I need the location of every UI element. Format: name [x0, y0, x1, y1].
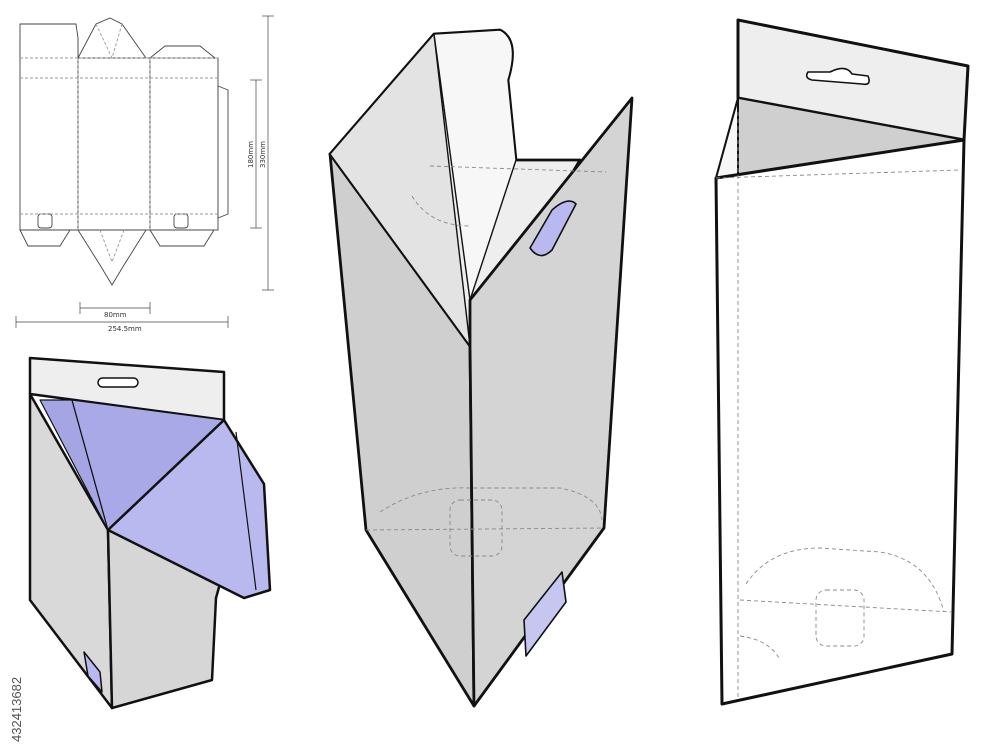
open-lid-flap — [106, 418, 272, 600]
dieline-panel-2 — [77, 57, 151, 231]
side-tab — [83, 651, 103, 693]
dimension-base-label: 80mm — [104, 311, 127, 319]
dieline-lock-slot-left — [37, 213, 53, 229]
box-assembled-open-lid — [28, 356, 272, 710]
left-top-flap — [329, 33, 471, 347]
stock-id-label: 432413682 — [9, 677, 24, 742]
dimension-total-height-label: 330mm — [259, 141, 267, 168]
hang-slot — [529, 200, 577, 257]
box-open-view — [328, 28, 634, 708]
dieline-glue-flap — [217, 85, 229, 219]
dieline-fold-lines — [20, 23, 218, 263]
dieline-lock-slot-right — [173, 213, 189, 229]
lid-inner-edge — [235, 431, 257, 591]
dieline-top-flap — [77, 17, 147, 59]
inner-light-face — [433, 29, 517, 301]
dimension-height-label: 180mm — [247, 141, 255, 168]
dimension-lines — [15, 15, 274, 328]
dieline-bottom-tab-right — [149, 229, 215, 247]
hang-slot — [97, 377, 139, 388]
dieline-panel-1 — [19, 23, 79, 231]
body-main-face — [714, 138, 966, 706]
stock-id-group: 432413682 — [9, 677, 24, 742]
dieline-panel-3 — [149, 57, 219, 231]
lock-tab — [523, 571, 567, 657]
dieline-bottom-tab-left — [19, 229, 71, 247]
inner-fold-guides — [715, 112, 961, 700]
dimension-width-label: 254.5mm — [108, 325, 142, 333]
flat-dieline: 254.5mm 80mm 180mm 330mm — [15, 15, 274, 333]
box-closed-transparent — [714, 18, 970, 706]
dieline-bottom-flap — [77, 229, 147, 286]
header-hang-slot — [805, 67, 870, 86]
fold-guides — [365, 165, 607, 557]
